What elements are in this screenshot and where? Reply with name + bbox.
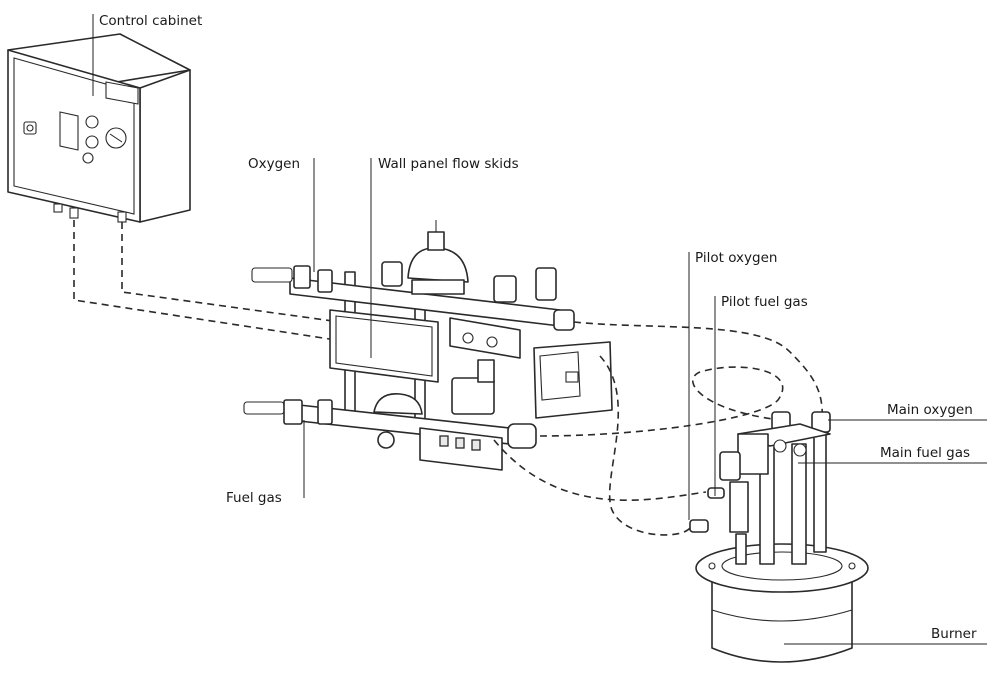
main-oxygen-line (573, 321, 823, 421)
burner-assembly (689, 411, 869, 663)
pilot-fuel-gas-line (493, 439, 707, 501)
label-burner: Burner (931, 626, 977, 642)
label-wall-panel-flow-skids: Wall panel flow skids (378, 156, 519, 172)
leader-lines (92, 14, 987, 645)
label-control-cabinet: Control cabinet (99, 13, 203, 29)
label-oxygen: Oxygen (248, 156, 301, 172)
label-pilot-oxygen: Pilot oxygen (695, 250, 778, 266)
label-main-fuel-gas: Main fuel gas (880, 445, 971, 461)
label-fuel-gas: Fuel gas (226, 490, 282, 506)
signal-cable-2 (121, 222, 341, 323)
label-pilot-fuel-gas: Pilot fuel gas (721, 294, 808, 310)
control-cabinet (7, 33, 191, 223)
signal-cable-1 (73, 220, 337, 341)
wall-panel-flow-skids (243, 220, 613, 471)
main-fuel-gas-line (539, 366, 784, 437)
label-main-oxygen: Main oxygen (887, 402, 973, 418)
pilot-oxygen-line (599, 355, 691, 536)
